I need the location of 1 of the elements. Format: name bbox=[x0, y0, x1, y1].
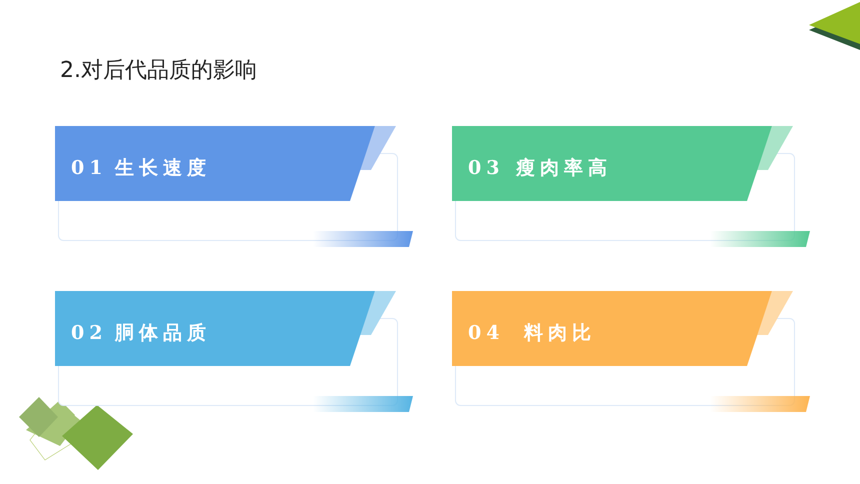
slide-title: 2.对后代品质的影响 bbox=[60, 57, 257, 85]
